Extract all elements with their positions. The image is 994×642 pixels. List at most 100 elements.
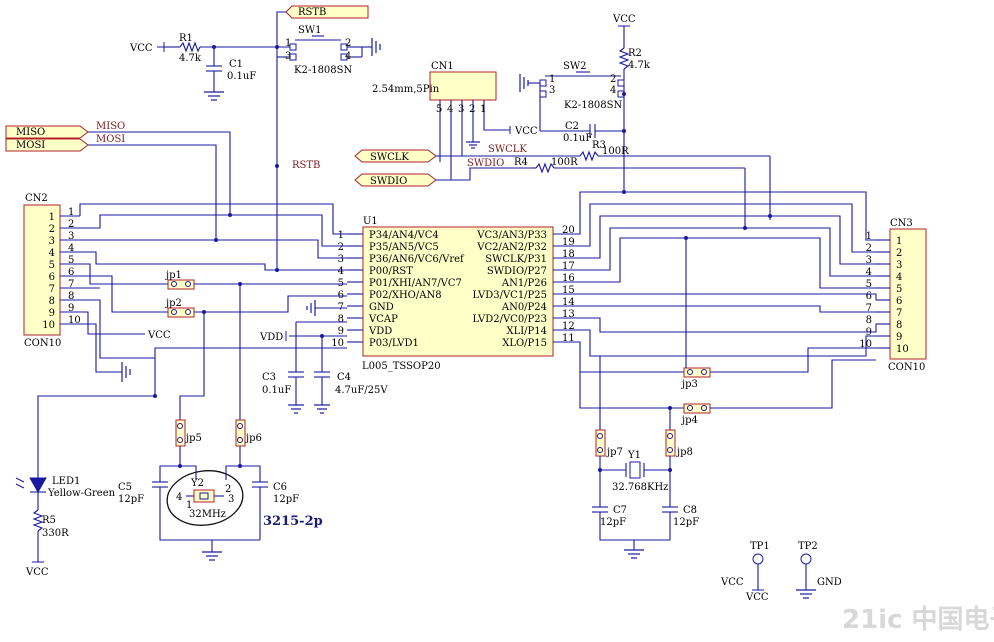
u1-pin-name: AN1/P26 bbox=[501, 278, 547, 289]
sw2-pin4: 4 bbox=[610, 85, 616, 96]
cn2-connector bbox=[23, 204, 61, 336]
y2-pin3: 3 bbox=[228, 494, 234, 505]
u1-pin-number: 2 bbox=[338, 242, 344, 253]
cn3-connector bbox=[889, 228, 927, 360]
u1-pin-name: VDD bbox=[368, 326, 392, 337]
c6-capacitor bbox=[202, 481, 268, 561]
u1-pin-number: 13 bbox=[562, 309, 575, 320]
u1-pin-name: XLO/P15 bbox=[502, 338, 547, 349]
sw1-ref: SW1 bbox=[298, 25, 322, 36]
cn3-ref: CN3 bbox=[890, 218, 913, 229]
cn3-value: CON10 bbox=[888, 362, 925, 373]
c4-ref: C4 bbox=[337, 372, 351, 383]
jp8-ref: jp8 bbox=[676, 447, 693, 458]
c7-value: 12pF bbox=[600, 517, 626, 528]
cn1-header bbox=[429, 71, 497, 162]
cn2-pin-number: 5 bbox=[49, 260, 55, 271]
cn2-pin-outer-number: 10 bbox=[68, 315, 81, 326]
miso-port: MISO bbox=[5, 125, 231, 215]
miso-port-label: MISO bbox=[16, 127, 45, 138]
cn2-pin-number: 2 bbox=[49, 224, 55, 235]
jp2-jumper bbox=[167, 295, 347, 318]
c3-ref: C3 bbox=[262, 372, 276, 383]
u1-chip bbox=[362, 226, 554, 357]
cn2-value: CON10 bbox=[24, 338, 61, 349]
cn2-pin-outer-number: 8 bbox=[68, 291, 74, 302]
u1-pin-name: P01/XHI/AN7/VC7 bbox=[369, 278, 462, 289]
watermark: 21ic 中国电子网 bbox=[842, 605, 994, 635]
led-net bbox=[37, 347, 347, 478]
cn1-pin1: 1 bbox=[480, 104, 486, 115]
r3-resistor bbox=[530, 150, 771, 220]
c1-value: 0.1uF bbox=[227, 71, 256, 82]
c4-value: 4.7uF/25V bbox=[335, 385, 388, 396]
c2-value: 0.1uF bbox=[563, 133, 592, 144]
sw2-switch bbox=[539, 71, 626, 192]
u1-pin-number: 10 bbox=[331, 338, 344, 349]
tp2-ref: TP2 bbox=[798, 541, 818, 552]
y2-pin4: 4 bbox=[176, 492, 182, 503]
r3-ref: R3 bbox=[592, 140, 606, 151]
jp6-ref: jp6 bbox=[245, 433, 262, 444]
y2-value: 32MHz bbox=[189, 509, 226, 520]
sw2-value: K2-1808SN bbox=[564, 100, 623, 111]
cn3-pin-outer-number: 2 bbox=[866, 243, 872, 254]
jp1-ref: jp1 bbox=[165, 270, 182, 281]
u1-pin-name: VC2/AN2/P32 bbox=[476, 242, 547, 253]
u1-pin-name: XLI/P14 bbox=[506, 326, 547, 337]
u1-pin-name: VCAP bbox=[368, 314, 398, 325]
cn1-pin2: 2 bbox=[469, 104, 475, 115]
cn2-ref: CN2 bbox=[25, 193, 48, 204]
vdd-label: VDD bbox=[259, 332, 283, 343]
u1-pin-number: 17 bbox=[562, 261, 575, 272]
cn2-pin-number: 1 bbox=[49, 212, 55, 223]
u1-pin-name: SWCLK/P31 bbox=[485, 254, 547, 265]
cn3-pin-number: 9 bbox=[896, 332, 902, 343]
tp1-net-bottom: VCC bbox=[745, 592, 769, 603]
sw2-ground bbox=[519, 74, 540, 92]
c5-ref: C5 bbox=[118, 482, 132, 493]
u1-pin-number: 1 bbox=[338, 230, 344, 241]
y2-pin1: 1 bbox=[186, 500, 192, 511]
u1-pin-name: P36/AN6/VC6/Vref bbox=[369, 254, 465, 265]
cn1-gnd bbox=[466, 130, 480, 149]
sw1-pin3: 3 bbox=[285, 51, 291, 62]
c7-capacitor bbox=[592, 506, 670, 541]
u1-pin-name: AN0/P24 bbox=[501, 302, 547, 313]
c5-value: 12pF bbox=[118, 494, 144, 505]
sw2-pin1: 1 bbox=[549, 74, 555, 85]
y1-ref: Y1 bbox=[627, 450, 641, 461]
cn3-pin-outer-number: 6 bbox=[866, 291, 872, 302]
cn3-pin-number: 5 bbox=[896, 284, 902, 295]
c5-capacitor bbox=[152, 481, 260, 541]
u1-pin-number: 20 bbox=[562, 225, 575, 236]
y1-crystal bbox=[598, 461, 672, 479]
u1-pin-number: 14 bbox=[562, 297, 575, 308]
r4-ref: R4 bbox=[514, 157, 528, 168]
cn2-pin-outer-number: 7 bbox=[68, 279, 74, 290]
jp1-jumper bbox=[167, 279, 347, 290]
cn1-ref: CN1 bbox=[431, 61, 454, 72]
vdd-net bbox=[285, 321, 347, 372]
y2-ref: Y2 bbox=[190, 478, 204, 489]
r5-ref: R5 bbox=[42, 515, 56, 526]
cn3-pin-outer-number: 5 bbox=[866, 279, 872, 290]
u1-pin-number: 19 bbox=[562, 237, 575, 248]
tp1-net-left: VCC bbox=[720, 577, 744, 588]
cn3-pin-outer-number: 4 bbox=[866, 267, 872, 278]
r5-vcc-label: VCC bbox=[25, 567, 49, 578]
sw1-switch bbox=[277, 35, 381, 61]
cn2-pin-number: 4 bbox=[49, 248, 55, 259]
c7-ref: C7 bbox=[613, 505, 627, 516]
cn3-pin-number: 4 bbox=[896, 272, 902, 283]
cn1-swclk-net: SWCLK bbox=[488, 144, 527, 155]
u1-pin-name: P03/LVD1 bbox=[369, 338, 419, 349]
cn3-pin-outer-number: 8 bbox=[866, 315, 872, 326]
jp3-ref: jp3 bbox=[681, 379, 698, 390]
u1-gnd-pin bbox=[306, 300, 347, 316]
cn2-pin-outer-number: 9 bbox=[68, 303, 74, 314]
cn1-vcc-label: VCC bbox=[514, 126, 538, 137]
c8-ref: C8 bbox=[683, 505, 697, 516]
rstb-net-label: RSTB bbox=[292, 160, 320, 171]
